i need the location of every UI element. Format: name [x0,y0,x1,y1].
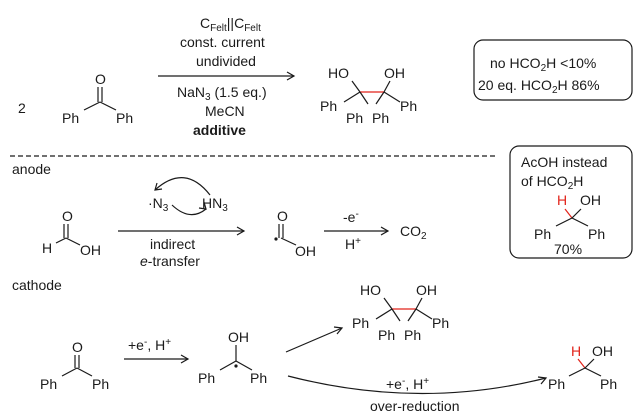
electrode-separator: || [227,15,234,31]
phenyl-label: Ph [352,315,369,331]
hydroxyl-label: OH [592,343,613,359]
azide-radical: · [148,195,153,211]
phenyl-label: Ph [372,110,389,126]
hydrazoic-acid: HN [202,195,222,211]
phenyl-label: Ph [92,376,109,392]
anode-label: anode [12,161,51,177]
svg-text:H+: H+ [345,236,361,252]
cathode-label: cathode [12,277,62,293]
ketyl-radical: OH Ph Ph [198,329,267,386]
svg-text:CFelt||CFelt: CFelt||CFelt [200,15,261,34]
electrode-label: C [234,15,244,31]
hydroxyl-label: HO [360,282,381,298]
svg-text:HN3: HN3 [202,195,228,214]
no-formic-acid-text: no HCO [490,55,541,71]
phenyl-label: Ph [116,110,133,126]
condition-current: const. current [180,34,265,50]
oxygen-label: O [62,208,73,224]
e-transfer-label: e [140,253,148,269]
phenyl-label: Ph [600,376,617,392]
svg-text:e-transfer: e-transfer [140,253,200,269]
indirect-label: indirect [150,236,195,252]
phenyl-label: Ph [40,376,57,392]
coefficient: 2 [18,100,26,116]
over-reduction-label: over-reduction [370,398,460,414]
svg-text:of HCO2H: of HCO2H [521,173,583,192]
hydroxyl-label: OH [416,282,437,298]
svg-text:·N3: ·N3 [148,195,169,214]
carbonyl-oxygen: O [95,71,106,87]
radical-dot [234,364,238,368]
formic-acid-20eq-text: 20 eq. HCO [478,77,552,93]
condition-solvent: MeCN [205,103,245,119]
arrow-head [286,71,296,81]
oxygen-label: O [72,339,83,355]
phenyl-label: Ph [548,376,565,392]
condition-reagent: NaN [177,84,205,100]
oxygen-label: O [277,208,288,224]
phenyl-label: Ph [346,110,363,126]
svg-text:-e-: -e- [343,209,359,225]
proton-label: H [345,236,355,252]
condition-additive: additive [193,122,246,138]
formic-acid: O H OH [42,208,101,258]
yield-label: 70% [554,241,582,257]
phenyl-label: Ph [432,315,449,331]
electrode-subscript: Felt [210,23,227,34]
acoh-text-line2: of HCO [521,173,568,189]
acoh-text: AcOH instead [521,154,607,170]
electrode-label: C [200,15,210,31]
pinacol-product-cathode: HO OH Ph Ph Ph Ph [352,282,449,343]
hydrogen-label: H [42,240,52,256]
svg-text:CO2: CO2 [400,223,427,242]
hydroxyl-label: HO [328,65,349,81]
hydroxyl-label: OH [80,242,101,258]
carboxyl-radical: O OH [274,208,316,259]
phenyl-label: Ph [198,370,215,386]
hydroxyl-label: OH [228,329,249,345]
svg-text:no HCO2H <10%: no HCO2H <10% [490,55,596,74]
phenyl-label: Ph [588,226,605,242]
yield-box: no HCO2H <10% 20 eq. HCO2H 86% [473,39,633,101]
phenyl-label: Ph [404,327,421,343]
cathode-section: cathode O Ph Ph +e-, H+ OH Ph Ph [12,277,617,414]
hydrogen-label: H [557,192,567,208]
minus-electron-label: -e [343,209,356,225]
hydroxyl-label: OH [580,192,601,208]
phenyl-label: Ph [320,98,337,114]
top-reaction: 2 O Ph Ph CFelt||CFelt const. current un… [18,15,417,138]
svg-text:+e-, H+: +e-, H+ [128,337,171,353]
azide-cycle: ·N3 HN3 indirect e-transfer [118,177,246,269]
benzophenone-cathode: O Ph Ph [40,339,109,392]
reaction-conditions: CFelt||CFelt const. current undivided Na… [158,15,296,138]
condition-cell: undivided [196,53,256,69]
phenyl-label: Ph [62,110,79,126]
reduction-conditions: +e [128,337,144,353]
benzhydrol-product: H OH Ph Ph [548,343,617,392]
anode-section: anode O H OH ·N3 HN3 indirect [12,161,427,269]
phenyl-label: Ph [250,370,267,386]
acoh-box: AcOH instead of HCO2H H OH Ph Ph 70% [509,145,633,259]
phenyl-label: Ph [400,98,417,114]
svg-text:+e-, H+: +e-, H+ [386,376,429,392]
over-reduction-conditions: +e [386,376,402,392]
hydrogen-label: H [571,343,581,359]
electrode-subscript: Felt [244,23,261,34]
svg-text:NaN3 (1.5 eq.): NaN3 (1.5 eq.) [177,84,267,103]
phenyl-label: Ph [378,327,395,343]
hydroxyl-label: OH [295,243,316,259]
dimerization-arrow [285,327,343,353]
benzophenone-top: O Ph Ph [62,71,133,126]
radical-dot [274,237,278,241]
co2-label: CO [400,223,421,239]
phenyl-label: Ph [534,226,551,242]
hydroxyl-label: OH [384,65,405,81]
over-reduction-arrow [287,375,547,395]
svg-text:20 eq. HCO2H 86%: 20 eq. HCO2H 86% [478,77,600,96]
pinacol-product-top: HO OH Ph Ph Ph Ph [320,65,417,126]
